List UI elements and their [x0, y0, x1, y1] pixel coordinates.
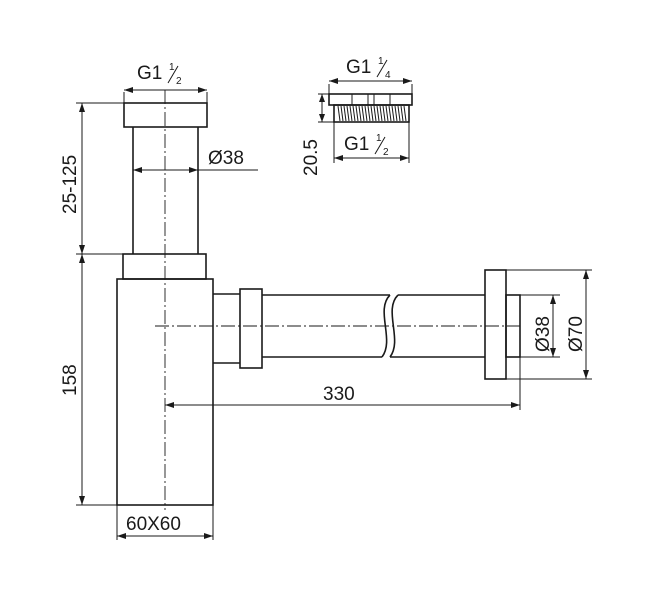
body-size-dimension: 60X60	[116, 505, 214, 540]
inlet-thread-label: G1	[137, 63, 162, 84]
thread-line	[385, 105, 389, 122]
thread-line	[358, 105, 362, 122]
inlet-thread-numerator: 1	[169, 62, 175, 73]
outlet-length-label: 330	[323, 384, 355, 405]
adapter-bottom-thread-denominator: 2	[383, 147, 389, 158]
outlet-outer-diameter-label: Ø70	[566, 316, 587, 352]
adjustable-height-label: 25-125	[60, 155, 81, 214]
inlet-nut	[123, 102, 208, 128]
thread-line	[403, 105, 407, 122]
thread-line	[376, 105, 380, 122]
thread-line	[352, 105, 356, 122]
outlet-outer-diameter-dimension: Ø70	[506, 269, 592, 380]
thread-line	[394, 105, 398, 122]
thread-line	[349, 105, 353, 122]
thread-line	[343, 105, 347, 122]
adapter-top-thread-denominator: 4	[385, 70, 391, 81]
thread-line	[361, 105, 365, 122]
thread-line	[391, 105, 395, 122]
adapter-threads	[337, 105, 407, 122]
outlet-nut	[239, 288, 263, 369]
thread-line	[367, 105, 371, 122]
inlet-thread-denominator: 2	[176, 76, 182, 87]
thread-line	[397, 105, 401, 122]
adapter-bottom-thread-numerator: 1	[376, 133, 382, 144]
thread-line	[388, 105, 392, 122]
thread-line	[370, 105, 374, 122]
body-height-dimension: 158	[60, 254, 117, 506]
adapter-bottom-thread-label: G1	[344, 134, 369, 155]
thread-line	[379, 105, 383, 122]
thread-adapter-detail: G1 1 4 G1 1 2 20.5	[301, 56, 413, 176]
thread-line	[373, 105, 377, 122]
wall-flange	[484, 269, 507, 380]
adapter-top-thread-label: G1	[346, 57, 371, 78]
pipe-break-right	[389, 294, 399, 358]
pipe-diameter-dimension: Ø38	[133, 148, 258, 173]
thread-line	[400, 105, 404, 122]
pipe-diameter-label: Ø38	[208, 148, 244, 169]
body-nut	[122, 253, 207, 280]
adjustable-height-dimension: 25-125	[60, 102, 124, 255]
thread-line	[382, 105, 386, 122]
outlet-inner-diameter-label: Ø38	[533, 316, 554, 352]
pipe-break-left	[381, 294, 391, 358]
adapter-height-label: 20.5	[301, 139, 322, 176]
thread-line	[364, 105, 368, 122]
thread-line	[337, 105, 341, 122]
inlet-thread-dimension: G1 1 2	[123, 62, 208, 103]
thread-line	[340, 105, 344, 122]
adapter-top-nut	[328, 93, 413, 106]
thread-line	[346, 105, 350, 122]
thread-line	[355, 105, 359, 122]
outlet-inner-diameter-dimension: Ø38	[520, 294, 560, 358]
adapter-thread-body	[333, 104, 410, 123]
outlet-length-dimension: 330	[165, 357, 521, 410]
body-height-label: 158	[60, 364, 81, 396]
body-size-label: 60X60	[126, 514, 181, 535]
adapter-top-thread-numerator: 1	[378, 56, 384, 67]
